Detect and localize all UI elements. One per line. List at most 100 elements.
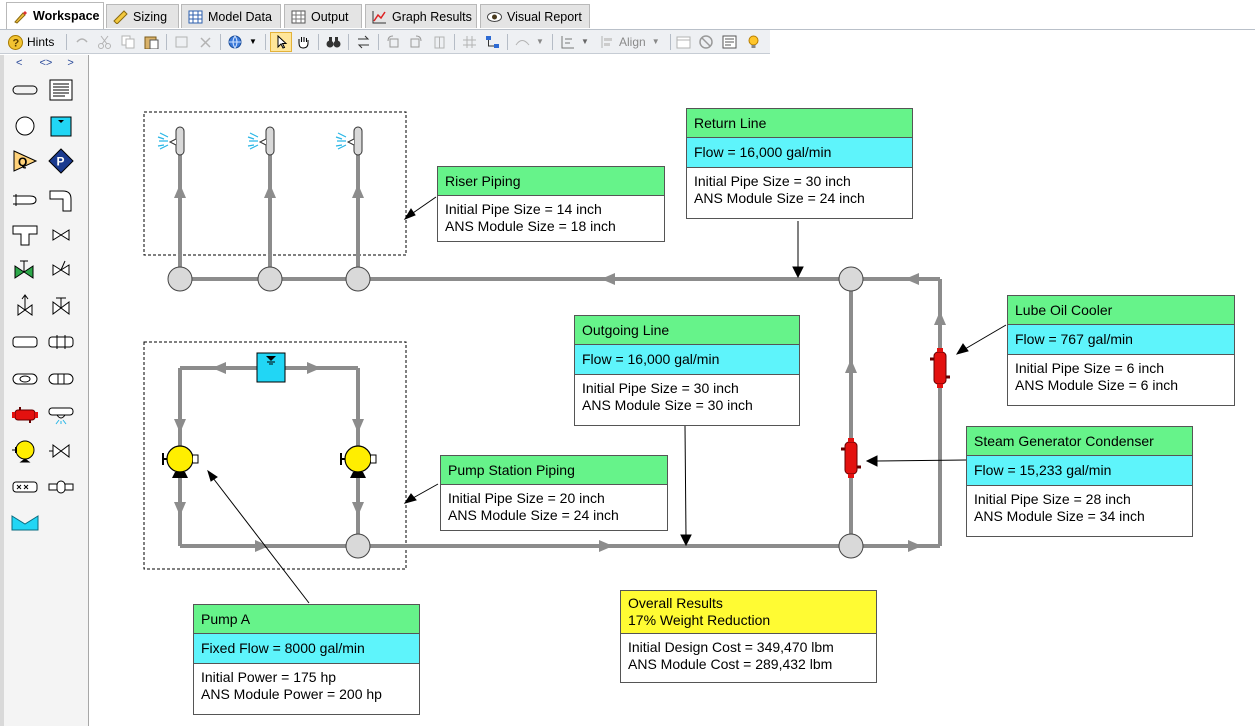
spray-discharge-1: [157, 126, 185, 156]
tab-workspace[interactable]: Workspace: [6, 2, 104, 29]
chevron-down-icon: ▼: [651, 37, 660, 46]
junction-tool[interactable]: [12, 116, 38, 138]
properties-icon: [722, 35, 737, 49]
screen-tool[interactable]: [48, 369, 74, 391]
reverse-button[interactable]: [356, 33, 371, 50]
annotation-body: Initial Pipe Size = 30 inch ANS Module S…: [687, 168, 912, 212]
assigned-flow-tool[interactable]: Q: [12, 149, 38, 173]
riser-group-box: [143, 111, 407, 256]
find-button[interactable]: [326, 33, 341, 50]
undo-button[interactable]: [74, 33, 89, 50]
hints-button[interactable]: ? Hints: [8, 33, 54, 50]
toolbar: ? Hints ▼ ▼ ▼ Align▼: [0, 30, 770, 54]
snap-dropdown[interactable]: ▼: [560, 33, 589, 50]
reservoir-tool[interactable]: [48, 116, 74, 138]
properties-button[interactable]: [722, 33, 737, 50]
annotation-icon: [49, 79, 73, 104]
annotation-pump-a[interactable]: Pump A Fixed Flow = 8000 gal/min Initial…: [193, 604, 420, 715]
tab-visual-report[interactable]: Visual Report: [480, 4, 590, 28]
valve-tool[interactable]: [48, 225, 74, 247]
heat-exchanger-tool[interactable]: [12, 405, 38, 427]
svg-text:P: P: [57, 154, 65, 168]
volume-balance-tool[interactable]: [12, 477, 38, 499]
annotation-title: Steam Generator Condenser: [967, 427, 1192, 456]
clipboard-icon: [144, 35, 159, 49]
palette-prev-button[interactable]: <: [16, 57, 23, 69]
disable-button[interactable]: [699, 33, 714, 50]
annotation-outgoing-line[interactable]: Outgoing Line Flow = 16,000 gal/min Init…: [574, 315, 800, 426]
assigned-pressure-tool[interactable]: P: [48, 147, 74, 174]
annotation-tool[interactable]: [48, 79, 74, 104]
annotation-lube-oil-cooler[interactable]: Lube Oil Cooler Flow = 767 gal/min Initi…: [1007, 295, 1235, 406]
control-valve-tool[interactable]: [12, 259, 38, 281]
weir-tool[interactable]: [48, 477, 74, 499]
select-all-button[interactable]: [174, 33, 189, 50]
flip-button[interactable]: [432, 33, 447, 50]
select-icon: [174, 35, 189, 49]
pump-tool[interactable]: [12, 440, 38, 463]
annotation-body: Initial Pipe Size = 14 inch ANS Module S…: [438, 196, 664, 240]
tab-model-data[interactable]: Model Data: [181, 4, 281, 28]
rotate-left-button[interactable]: [386, 33, 401, 50]
relief-valve-tool[interactable]: [12, 293, 38, 317]
paste-button[interactable]: [144, 33, 159, 50]
palette-next-button[interactable]: >: [67, 57, 74, 69]
spray-discharge-nodes: [157, 126, 363, 156]
annotation-steam-generator-condenser[interactable]: Steam Generator Condenser Flow = 15,233 …: [966, 426, 1193, 537]
open-channel-tool[interactable]: [11, 513, 39, 535]
copy-button[interactable]: [121, 33, 136, 50]
question-icon: ?: [8, 34, 23, 50]
rotate-right-button[interactable]: [409, 33, 424, 50]
arrow-tool-button[interactable]: [270, 32, 292, 52]
annotation-body: Initial Pipe Size = 30 inch ANS Module S…: [575, 375, 799, 419]
vacuum-breaker-tool[interactable]: [48, 295, 74, 317]
pipe-style-dropdown[interactable]: ▼: [515, 33, 544, 50]
annotation-return-line[interactable]: Return Line Flow = 16,000 gal/min Initia…: [686, 108, 913, 219]
annotation-title: Lube Oil Cooler: [1008, 296, 1234, 325]
branch-tool[interactable]: [12, 190, 38, 212]
pan-tool-button[interactable]: [296, 33, 311, 50]
svg-text:Q: Q: [18, 155, 27, 169]
cut-button[interactable]: [97, 33, 112, 50]
annotation-riser-piping[interactable]: Riser Piping Initial Pipe Size = 14 inch…: [437, 166, 665, 242]
align-icon: [600, 35, 615, 49]
grid-button[interactable]: [462, 33, 477, 50]
network-button[interactable]: [485, 33, 500, 50]
junction-riser-3: [345, 266, 371, 292]
overall-header: Overall Results 17% Weight Reduction: [621, 591, 876, 634]
delete-button[interactable]: [198, 33, 213, 50]
pipe-tool[interactable]: [12, 80, 38, 102]
heat-exchanger-icon: [11, 406, 39, 427]
workspace-canvas[interactable]: Riser Piping Initial Pipe Size = 14 inch…: [89, 55, 1255, 726]
valve-icon: [50, 227, 72, 246]
junction-pump-discharge: [345, 533, 371, 559]
annotation-pump-station-piping[interactable]: Pump Station Piping Initial Pipe Size = …: [440, 455, 668, 531]
tab-sizing[interactable]: Sizing: [106, 4, 179, 28]
palette-nav: < <> >: [16, 57, 74, 69]
branch-icon: [12, 192, 38, 211]
area-change-icon: [12, 335, 38, 352]
steam-generator-condenser: [841, 438, 861, 478]
bend-tool[interactable]: [48, 190, 74, 212]
annotation-body: Initial Power = 175 hp ANS Module Power …: [194, 664, 419, 708]
spray-discharge-tool[interactable]: [12, 369, 38, 391]
area-change-tool[interactable]: [12, 332, 38, 354]
callout-leaders: [207, 196, 1007, 604]
tab-graph-results[interactable]: Graph Results: [365, 4, 477, 28]
bulb-button[interactable]: [746, 33, 761, 50]
globe-dropdown[interactable]: ▼: [228, 33, 257, 50]
align-dropdown[interactable]: Align▼: [600, 33, 660, 50]
hand-icon: [296, 35, 311, 49]
grid-icon: [462, 35, 477, 49]
annotation-overall-results[interactable]: Overall Results 17% Weight Reduction Ini…: [620, 590, 877, 683]
dead-end-valve-tool[interactable]: [48, 441, 74, 463]
tab-output[interactable]: Output: [284, 4, 362, 28]
tee-tool[interactable]: [12, 225, 38, 247]
palette-both-button[interactable]: <>: [39, 57, 53, 69]
general-component-tool[interactable]: [48, 405, 74, 427]
bend-icon: [49, 188, 73, 215]
junctions: [167, 266, 864, 559]
orifice-tool[interactable]: [48, 332, 74, 354]
window-button[interactable]: [676, 33, 691, 50]
check-valve-tool[interactable]: [48, 259, 74, 281]
